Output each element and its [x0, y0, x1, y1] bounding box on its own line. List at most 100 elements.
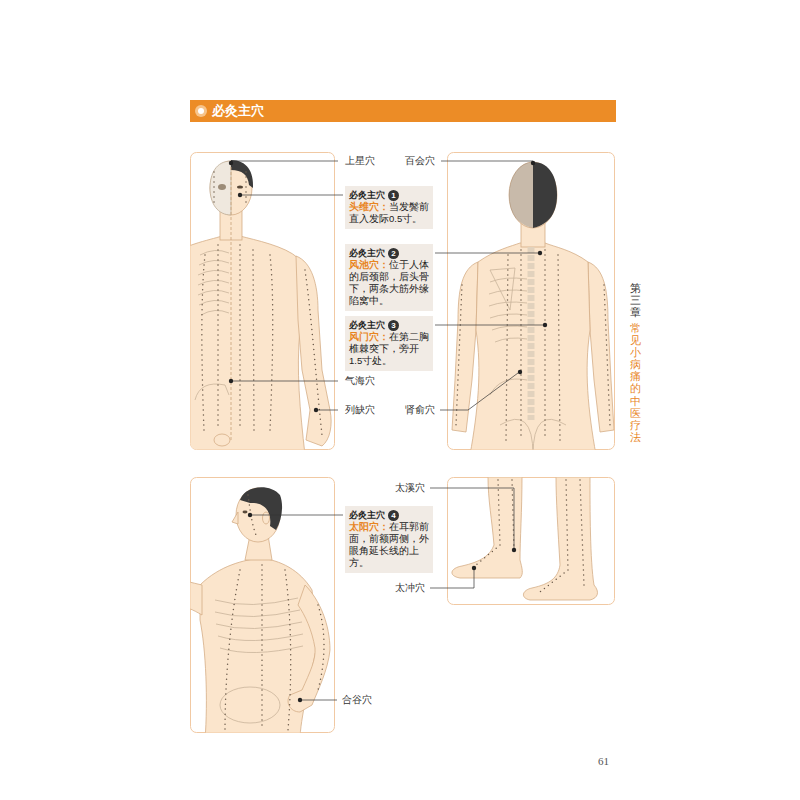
leg-figure [452, 478, 522, 579]
leader-line [231, 161, 338, 162]
chapter-tab: 第三章 [630, 282, 641, 318]
side-body-figure [216, 622, 302, 629]
callout-box: 必灸主穴4太阳穴：在耳郭前面，前额两侧，外眼角延长线的上方。 [345, 506, 433, 573]
acupoint-dot [538, 251, 542, 255]
front-body-figure [239, 245, 241, 430]
front-body-figure [201, 310, 229, 315]
back-body-figure [604, 285, 610, 425]
back-body-figure [452, 162, 614, 450]
acupoint-name: 风门穴： [349, 331, 389, 342]
section-title: 必灸主穴 [212, 102, 264, 120]
front-body-figure [195, 384, 229, 400]
back-body-figure [509, 162, 557, 228]
front-body-figure [296, 256, 331, 446]
leader-line [229, 379, 233, 383]
callout-heading: 必灸主穴2 [349, 247, 429, 259]
side-body-figure [285, 570, 291, 730]
acupoint-dot [543, 323, 547, 327]
callout-box: 必灸主穴2风池穴：位于人体的后颈部，后头骨下，两条大筋外缘陷窝中。 [345, 244, 433, 311]
leader-line [512, 548, 516, 552]
title-bar [190, 100, 616, 122]
front-body-figure [155, 153, 335, 456]
back-body-figure [456, 285, 462, 425]
back-body-figure [588, 262, 614, 432]
side-body-figure [243, 511, 248, 514]
front-body-figure [231, 160, 253, 188]
back-body-figure [448, 153, 615, 456]
leader-line [229, 161, 233, 165]
leader-line [531, 161, 535, 165]
title-bar [190, 100, 616, 122]
acupoint-label: 百会穴 [405, 154, 435, 168]
front-body-figure [191, 160, 332, 450]
back-body-figure [520, 250, 522, 440]
acupoint-label: 列缺穴 [345, 403, 375, 417]
title-bar [195, 105, 207, 117]
acupoint-name: 太阳穴： [349, 521, 389, 532]
side-body-figure [191, 487, 331, 732]
leader-line [231, 381, 338, 382]
front-body-figure [245, 172, 247, 205]
side-body-figure [318, 605, 324, 690]
front-body-figure [210, 161, 231, 215]
acupoint-name: 头维穴： [349, 201, 389, 212]
side-body-figure [240, 487, 282, 530]
leader-line [518, 370, 522, 374]
back-body-figure [470, 243, 596, 450]
callout-box: 必灸主穴1头维穴：当发鬓前直入发际0.5寸。 [345, 186, 433, 229]
front-body-figure [218, 184, 226, 190]
leader-line [430, 488, 514, 548]
side-body-figure [150, 478, 335, 741]
side-body-figure [232, 512, 238, 524]
front-body-figure [231, 162, 232, 440]
callout-heading: 必灸主穴4 [349, 509, 429, 521]
front-body-figure [199, 300, 229, 305]
front-body-figure [270, 255, 273, 430]
back-body-figure [495, 338, 527, 342]
front-body-figure [200, 250, 229, 255]
back-body-figure [490, 268, 515, 310]
leader-line [435, 325, 545, 326]
leader-line [441, 161, 533, 162]
side-body-figure [215, 610, 300, 617]
acupoint-dot [248, 513, 252, 517]
leg-figure [540, 480, 568, 592]
back-body-figure [533, 419, 566, 449]
page-number: 61 [598, 754, 609, 768]
callout-title: 必灸主穴 [349, 190, 385, 200]
leg-figure [448, 478, 615, 605]
front-body-figure [199, 260, 229, 265]
side-body-figure [220, 687, 280, 723]
leader-line [314, 408, 318, 412]
back-body-figure [452, 262, 478, 432]
side-body-figure [215, 598, 298, 605]
back-body-figure [533, 162, 557, 228]
front-body-figure [214, 434, 230, 446]
leg-figure [523, 478, 597, 601]
leader-line [472, 566, 476, 570]
back-body-figure [490, 379, 527, 395]
acupoint-label: 气海穴 [345, 374, 375, 388]
leader-line [316, 410, 338, 411]
back-body-figure [544, 250, 546, 440]
back-body-figure [500, 419, 533, 449]
acupoint-label: 太冲穴 [395, 581, 425, 595]
callout-title: 必灸主穴 [349, 510, 385, 520]
leader-line [240, 195, 343, 196]
leader-line [298, 698, 302, 702]
callout-body: 太阳穴：在耳郭前面，前额两侧，外眼角延长线的上方。 [349, 521, 429, 569]
callout-heading: 必灸主穴3 [349, 319, 429, 331]
acupoint-name: 风池穴： [349, 259, 389, 270]
acupoint-label: 太溪穴 [395, 481, 425, 495]
leg-figure [580, 480, 584, 585]
acupoint-dot [238, 193, 242, 197]
front-body-figure [198, 270, 229, 275]
leader-line [300, 700, 337, 701]
back-body-figure [528, 247, 535, 420]
front-body-figure [237, 185, 243, 188]
back-body-figure [492, 326, 527, 330]
acupoint-label: 肾俞穴 [405, 403, 435, 417]
